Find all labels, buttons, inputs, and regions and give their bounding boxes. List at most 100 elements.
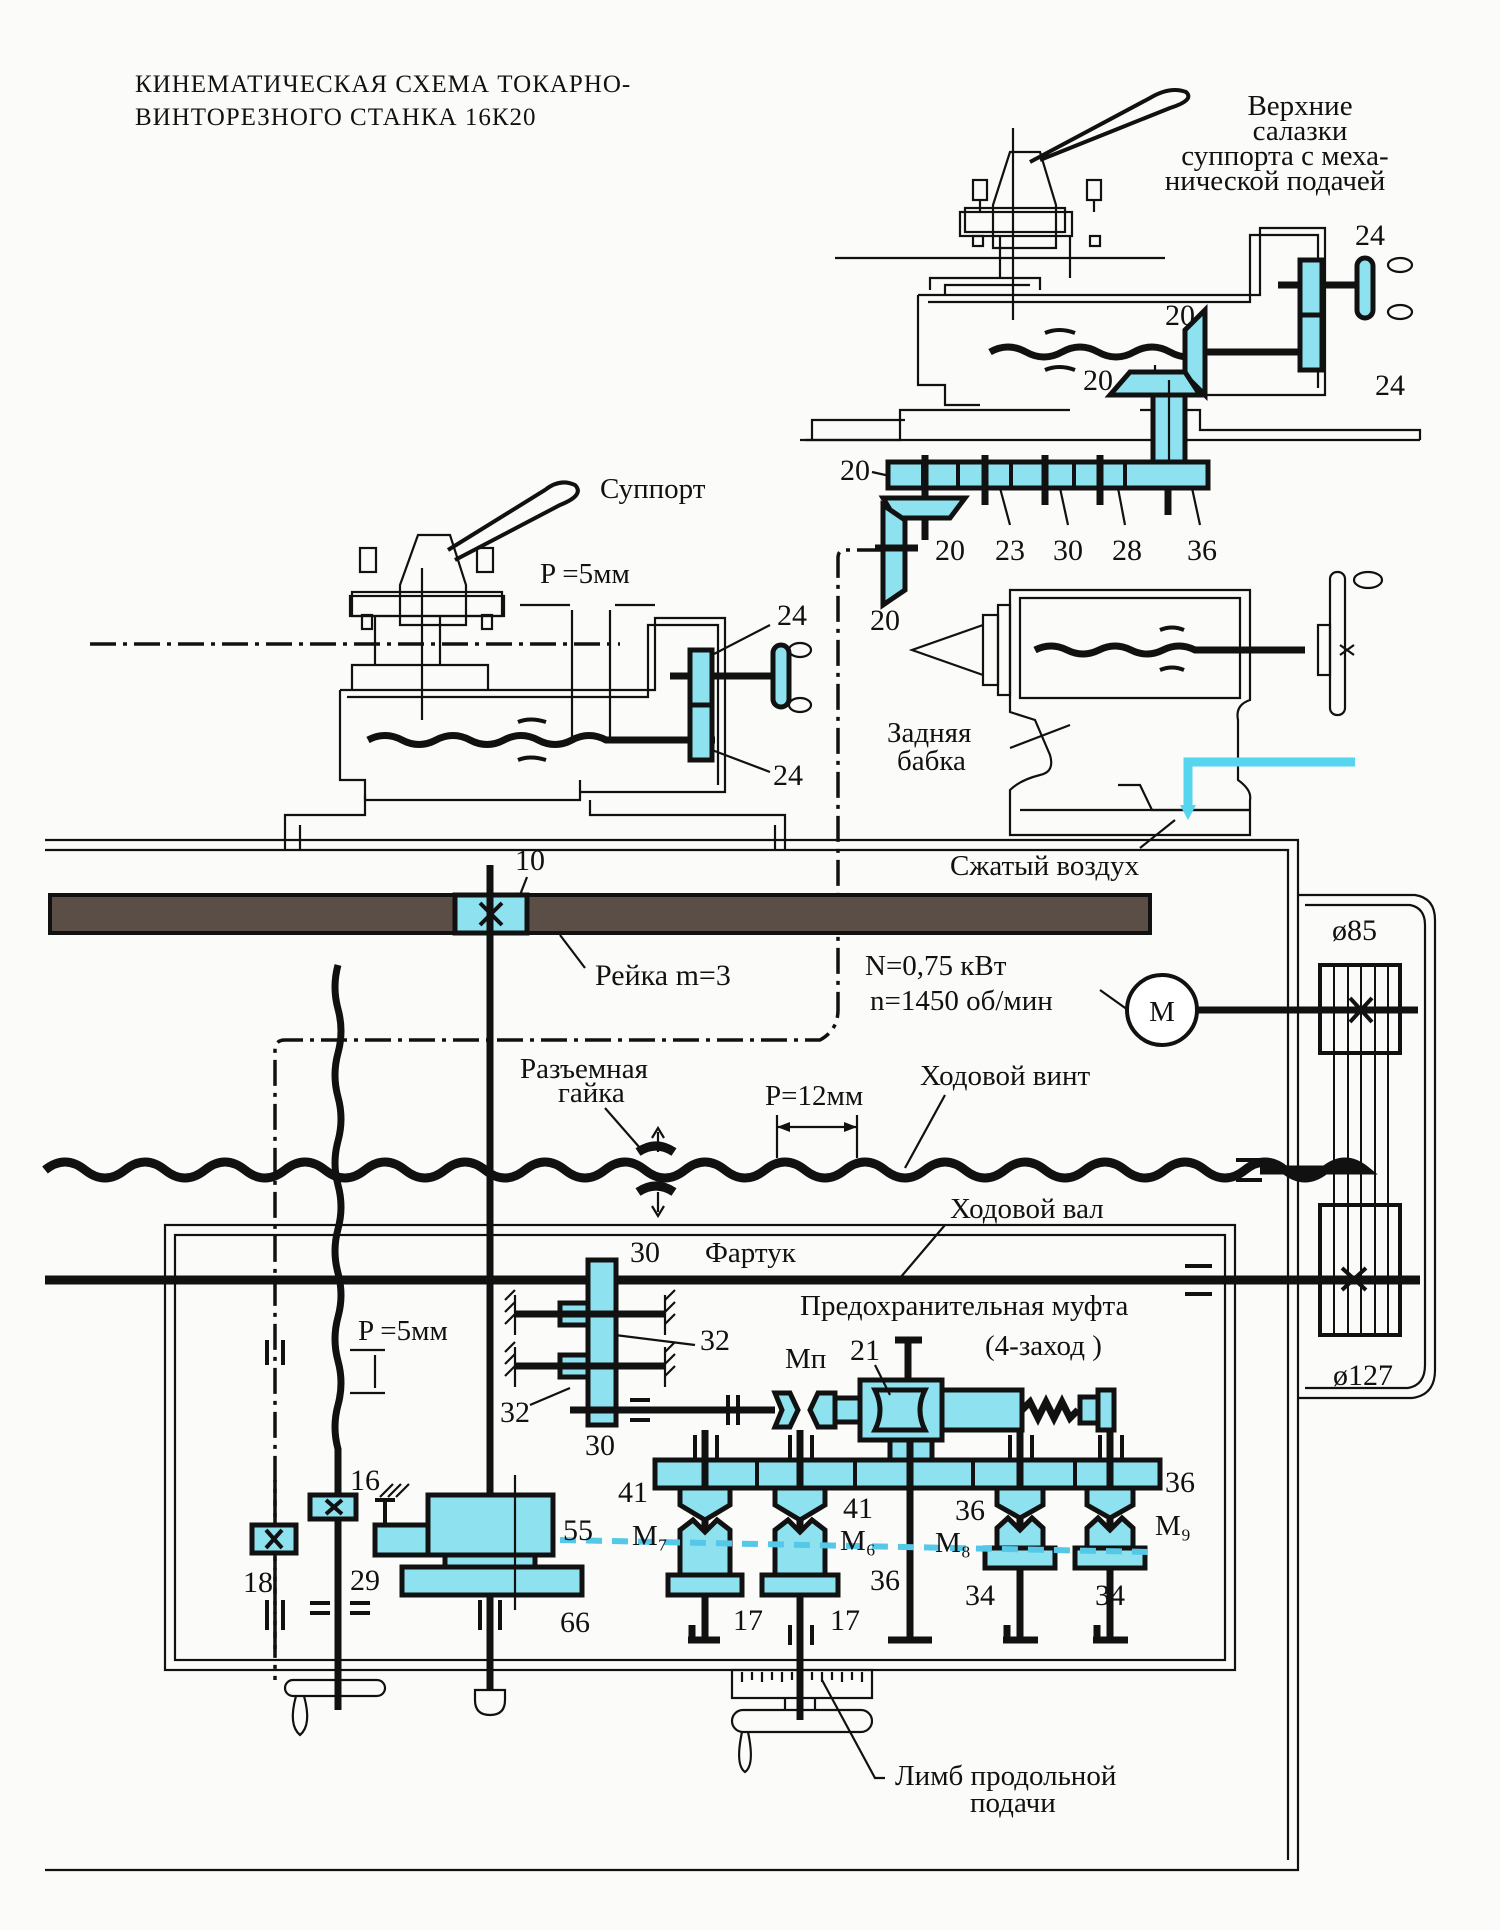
- title-line-1: КИНЕМАТИЧЕСКАЯ СХЕМА ТОКАРНО-: [135, 71, 631, 98]
- half-nut: [635, 1141, 677, 1196]
- cross-feed-screw: [331, 964, 345, 1710]
- gear-66: [399, 1564, 585, 1598]
- label-train-20-left: 20: [840, 454, 870, 487]
- carriage-pitch-label: P =5мм: [540, 558, 630, 590]
- safety-clutch-threads: (4-заход ): [985, 1330, 1102, 1362]
- dial-handwheel: [730, 1708, 874, 1734]
- lead-screw-pitch: P=12мм: [765, 1080, 863, 1112]
- label-clutch-m7: M₇: [632, 1520, 668, 1552]
- label-clutch-mp: Mп: [785, 1343, 826, 1375]
- label-train-36: 36: [1187, 534, 1217, 567]
- label-gear-34-b: 34: [1095, 1579, 1125, 1612]
- worm-21: [870, 1387, 930, 1433]
- gear-24-top: [1297, 257, 1325, 318]
- carriage-assembly: Суппорт P =5мм 24 24: [90, 473, 813, 850]
- compressed-air-line: Сжатый воздух: [950, 757, 1355, 882]
- motor-speed: n=1450 об/мин: [870, 985, 1053, 1017]
- label-pulley-85: ø85: [1332, 914, 1377, 947]
- carriage-handwheel: [770, 642, 792, 710]
- label-gear-66: 66: [560, 1606, 590, 1639]
- clutch-m7-column: [665, 1430, 745, 1644]
- worm-gear-30: [585, 1257, 619, 1428]
- label-bevel-20-b: 20: [1083, 364, 1113, 397]
- label-gear-24-bottom: 24: [1375, 369, 1405, 402]
- label-train-23: 23: [995, 534, 1025, 567]
- apron-housing: [163, 1223, 1237, 1672]
- apron: Ходовой вал Фартук 30 P =5мм 32 32 30: [45, 865, 1420, 1737]
- air-passage-dashed: [559, 1537, 1151, 1555]
- label-clutch-m6: M₆: [840, 1525, 876, 1557]
- label-gear-24-top: 24: [1355, 219, 1385, 252]
- tailstock-screw: [1033, 642, 1250, 658]
- carriage-gear-24-top: [687, 647, 715, 708]
- title-line-2: ВИНТОРЕЗНОГО СТАНКА 16К20: [135, 104, 537, 131]
- dial-scale: [730, 1668, 874, 1700]
- half-nut-caption-2: гайка: [558, 1077, 625, 1109]
- label-gear-55: 55: [563, 1514, 593, 1547]
- upper-toolpost: [835, 88, 1191, 320]
- svg-text:суппорта с меха-: суппорта с меха-: [1181, 140, 1388, 172]
- lead-screw: Разъемная гайка P=12мм Ходовой винт: [42, 1053, 1378, 1219]
- safety-clutch-half-a: [771, 1390, 801, 1430]
- svg-text:салазки: салазки: [1253, 115, 1348, 147]
- label-pulley-127: ø127: [1333, 1359, 1393, 1392]
- upper-slide-caption: Верхние салазки суппорта с меха- ническо…: [1165, 90, 1389, 197]
- label-gear-29: 29: [350, 1564, 380, 1597]
- svg-text:нической подачей: нической подачей: [1165, 165, 1386, 197]
- rack-caption: Рейка m=3: [595, 959, 731, 992]
- label-gear-36-b: 36: [870, 1564, 900, 1597]
- label-gear-36-right: 36: [1165, 1466, 1195, 1499]
- upper-slide-housing: [918, 226, 1327, 397]
- feed-shaft-caption: Ходовой вал: [950, 1193, 1104, 1225]
- tailstock-handwheel: [1328, 570, 1347, 717]
- carriage-gear-24-bottom: [687, 702, 715, 763]
- tailstock-assembly: Задняя бабка: [887, 570, 1384, 837]
- transfer-chain-centerline: [273, 548, 883, 1680]
- cross-screw-pitch: P =5мм: [358, 1315, 448, 1347]
- label-clutch-m8: M₈: [935, 1527, 971, 1559]
- clutch-m8-column: [982, 1430, 1058, 1644]
- apron-caption: Фартук: [705, 1237, 797, 1269]
- tailstock-caption-1: Задняя: [887, 717, 971, 749]
- carriage-cross-screw: [366, 732, 640, 748]
- half-nut-caption-1: Разъемная: [520, 1053, 648, 1085]
- label-worm-gear-30-top: 30: [630, 1236, 660, 1269]
- svg-text:Верхние: Верхние: [1247, 90, 1352, 122]
- longitudinal-feed-dial: Лимб продольной подачи: [730, 1668, 1116, 1819]
- gear-24-bottom: [1297, 312, 1325, 373]
- cross-feed-handwheel: [283, 1678, 387, 1737]
- label-worm-21: 21: [850, 1334, 880, 1367]
- label-train-20-low: 20: [935, 534, 965, 567]
- label-idler-32-b: 32: [500, 1396, 530, 1429]
- label-train-28: 28: [1112, 534, 1142, 567]
- tailstock-caption-2: бабка: [897, 745, 966, 777]
- label-idler-32-a: 32: [700, 1324, 730, 1357]
- lead-screw-caption: Ходовой винт: [920, 1060, 1091, 1092]
- bevel-gear-20-vertical: [880, 500, 908, 610]
- rack-bar: [48, 893, 1152, 935]
- transfer-gear-train: 20 20 20 23 30 28 36: [273, 454, 1217, 1680]
- label-train-30: 30: [1053, 534, 1083, 567]
- label-gear-17-a: 17: [733, 1604, 763, 1637]
- label-carriage-24-bottom: 24: [773, 759, 803, 792]
- label-gear-41-b: 41: [843, 1492, 873, 1525]
- handwheel-upper: [1354, 255, 1376, 321]
- label-gear-41-a: 41: [618, 1476, 648, 1509]
- motor-power: N=0,75 кВт: [865, 950, 1007, 982]
- label-gear-18: 18: [243, 1566, 273, 1599]
- bevel-gear-20-b: [1104, 369, 1205, 398]
- lead-screw-thread: [42, 1157, 1378, 1183]
- label-gear-36-a: 36: [955, 1494, 985, 1527]
- label-gear-16: 16: [350, 1464, 380, 1497]
- air-caption: Сжатый воздух: [950, 850, 1140, 882]
- label-carriage-24-top: 24: [777, 599, 807, 632]
- dial-caption-1: Лимб продольной: [895, 1760, 1116, 1792]
- upper-slide-screw: [988, 343, 1210, 361]
- safety-clutch-half-b: [807, 1390, 838, 1430]
- motor-belt-drive: M N=0,75 кВт n=1450 об/мин ø85 ø127: [865, 914, 1418, 1392]
- motor-letter: M: [1149, 996, 1175, 1028]
- bed-frame: [45, 838, 1437, 1872]
- label-clutch-m9: M₉: [1155, 1510, 1191, 1542]
- label-train-20-vertical: 20: [870, 604, 900, 637]
